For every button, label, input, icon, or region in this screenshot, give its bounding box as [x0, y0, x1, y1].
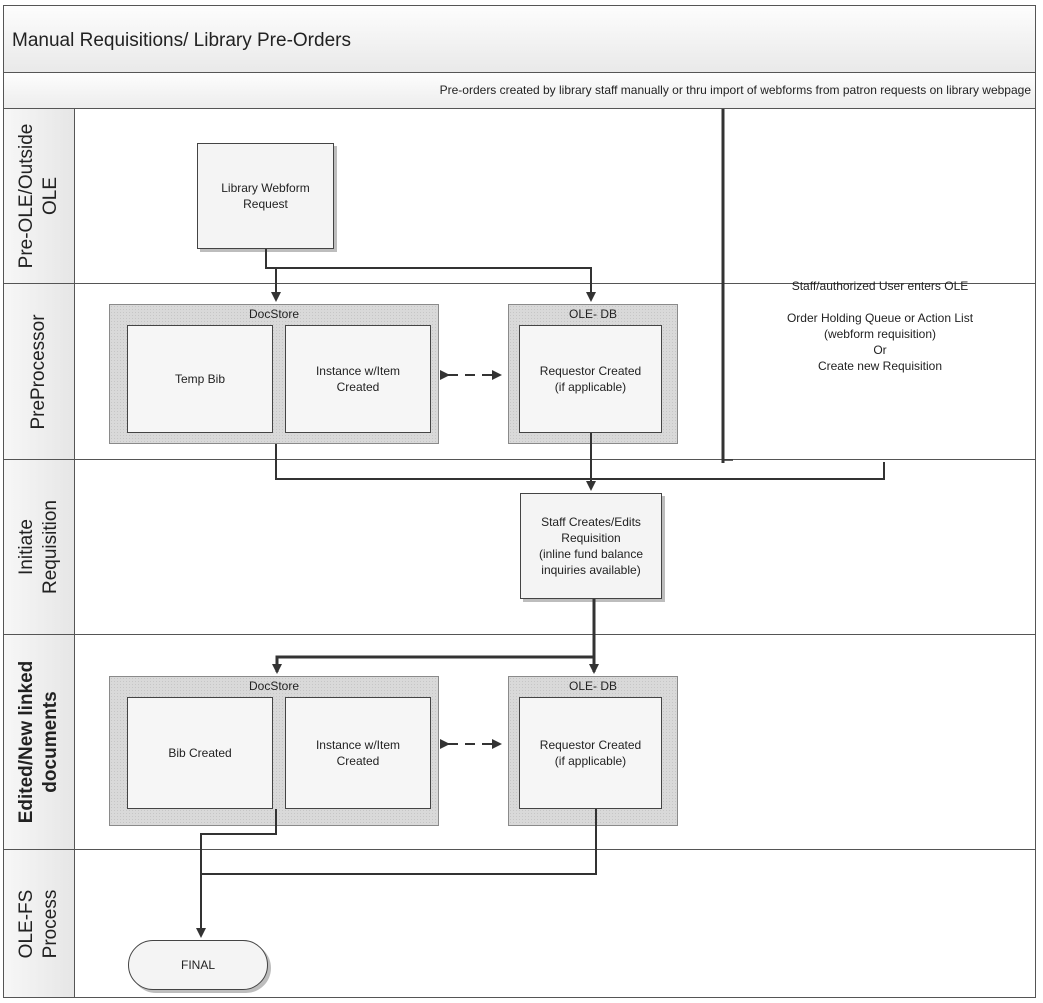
lane-edited-linked-documents [75, 635, 1036, 850]
node-temp-bib[interactable]: Temp Bib [127, 325, 273, 433]
connector-note-to-staff [591, 462, 885, 480]
node-instance-item-created-edited[interactable]: Instance w/Item Created [285, 697, 431, 809]
connector-docstore-to-final [196, 809, 277, 938]
node-requestor-created-edited[interactable]: Requestor Created (if applicable) [519, 697, 662, 809]
connector-webform-to-oledb [266, 267, 596, 302]
group-ole-db-label: OLE- DB [568, 679, 617, 693]
diagram-subtitle-bar: Pre-orders created by library staff manu… [3, 73, 1036, 109]
node-requestor-created-pre[interactable]: Requestor Created (if applicable) [519, 325, 662, 433]
lane-label-ole-fs-process: OLE-FS Process [3, 850, 75, 998]
lane-ole-fs-process [75, 850, 1036, 998]
connector-docstore-to-staff [275, 444, 591, 480]
node-bib-created[interactable]: Bib Created [127, 697, 273, 809]
lane-label-initiate-requisition: Initiate Requisition [3, 460, 75, 635]
group-docstore-label: DocStore [248, 307, 300, 321]
node-staff-creates-edits-requisition[interactable]: Staff Creates/Edits Requisition (inline … [520, 493, 662, 599]
lane-label-pre-ole: Pre-OLE/Outside OLE [3, 109, 75, 284]
lane-preprocessor [75, 284, 1036, 460]
node-instance-item-created-pre[interactable]: Instance w/Item Created [285, 325, 431, 433]
diagram-title-bar: Manual Requisitions/ Library Pre-Orders [3, 5, 1036, 73]
connector-webform-to-docstore [265, 249, 281, 302]
diagram-subtitle: Pre-orders created by library staff manu… [439, 83, 1031, 97]
lane-initiate-requisition [75, 460, 1036, 635]
group-docstore-label: DocStore [248, 679, 300, 693]
lane-label-edited-linked-documents: Edited/New linked documents [3, 635, 75, 850]
lane-label-preprocessor: PreProcessor [3, 284, 75, 460]
node-library-webform-request[interactable]: Library Webform Request [197, 143, 334, 249]
note-staff-enters-ole: Staff/authorized User enters OLE Order H… [786, 279, 974, 373]
node-final-terminal[interactable]: FINAL [128, 940, 268, 990]
diagram-title: Manual Requisitions/ Library Pre-Orders [12, 30, 351, 51]
connector-requestor-to-final [201, 809, 597, 875]
connector-staff-to-docstore-edited [272, 599, 596, 674]
lane-pre-ole [75, 109, 1036, 284]
group-ole-db-label: OLE- DB [568, 307, 617, 321]
